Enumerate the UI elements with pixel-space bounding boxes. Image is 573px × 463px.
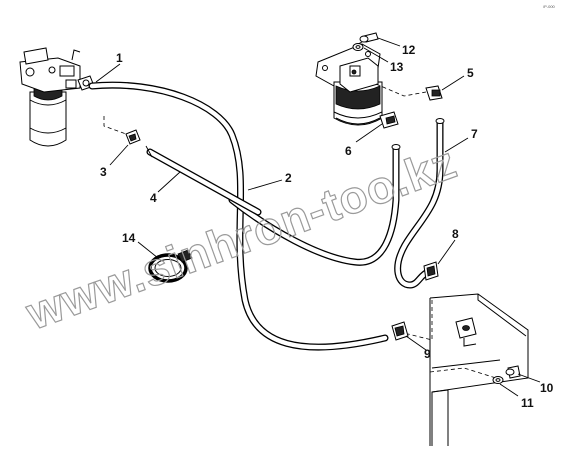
clamp-9 bbox=[391, 321, 409, 341]
clamp-3 bbox=[103, 116, 141, 145]
callout-11: 11 bbox=[521, 396, 534, 410]
left-fuel-filter-assembly bbox=[19, 47, 95, 147]
right-fuel-filter-assembly bbox=[315, 32, 443, 129]
callout-14: 14 bbox=[122, 231, 136, 245]
callout-7: 7 bbox=[471, 127, 478, 141]
corner-code: /P-000 bbox=[543, 4, 556, 9]
callout-3: 3 bbox=[100, 165, 107, 179]
hose-2-branch bbox=[228, 144, 400, 266]
callout-1: 1 bbox=[116, 51, 123, 65]
callout-5: 5 bbox=[467, 66, 474, 80]
callouts: 1 2 3 4 5 6 7 8 9 10 11 12 13 bbox=[95, 37, 554, 410]
clamp-14 bbox=[148, 249, 193, 283]
tank-bracket bbox=[407, 293, 529, 446]
clamp-8 bbox=[423, 261, 439, 281]
callout-10: 10 bbox=[540, 381, 554, 395]
pipe-4 bbox=[145, 145, 262, 216]
callout-12: 12 bbox=[402, 43, 416, 57]
callout-9: 9 bbox=[424, 347, 431, 361]
callout-4: 4 bbox=[150, 191, 157, 205]
tube-end bbox=[435, 118, 445, 124]
hose-2 bbox=[88, 81, 389, 351]
callout-8: 8 bbox=[452, 227, 459, 241]
callout-13: 13 bbox=[390, 60, 404, 74]
callout-6: 6 bbox=[345, 144, 352, 158]
callout-2: 2 bbox=[285, 171, 292, 185]
hose-7 bbox=[394, 118, 444, 289]
tube-end bbox=[391, 144, 401, 150]
